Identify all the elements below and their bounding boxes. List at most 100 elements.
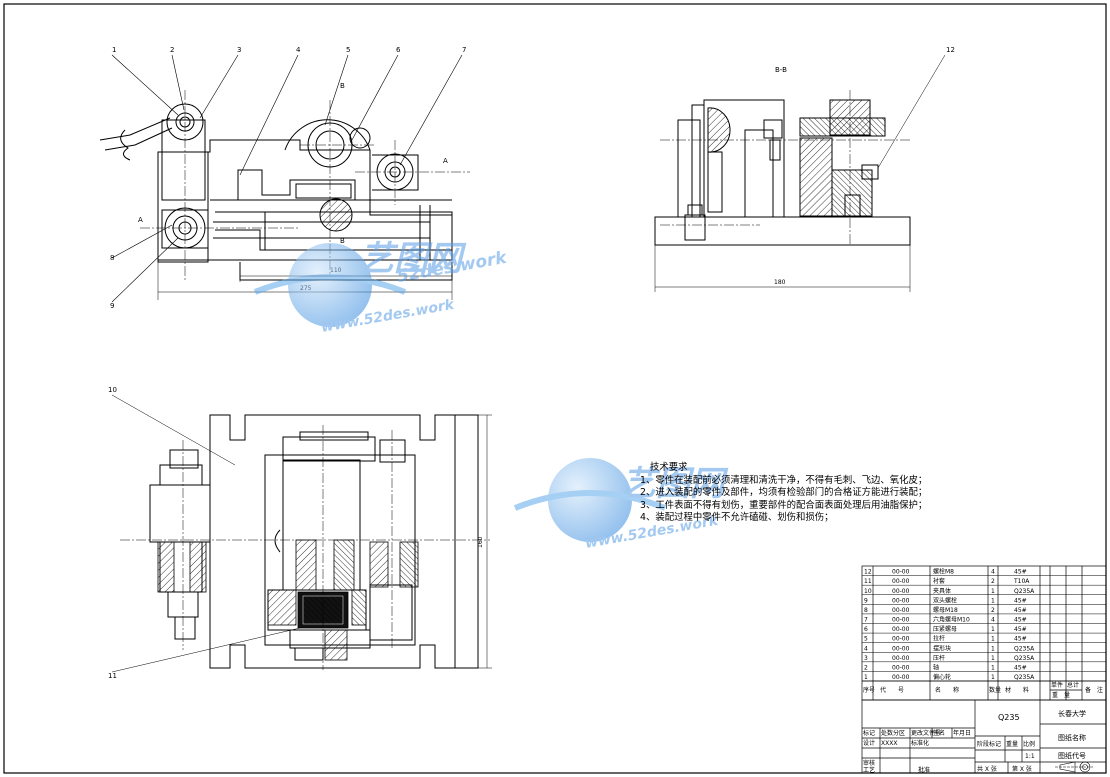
tb-designer: XXXX (881, 740, 897, 747)
top-view-centerlines (120, 425, 490, 670)
bom-cell-mat: Q235A (1014, 674, 1035, 681)
bom-cell-qty: 1 (991, 664, 995, 671)
tb-process: 工艺 (863, 766, 875, 774)
bom-cell-mat: 45# (1014, 597, 1027, 604)
part-number-label: 9 (110, 302, 114, 310)
bom-cell-qty: 1 (991, 645, 995, 652)
section-dimensions (654, 54, 946, 292)
bom-cell-code: 00-00 (892, 569, 910, 576)
bom-cell-mat: 45# (1014, 617, 1027, 624)
part-number-label: 5 (346, 46, 350, 54)
bom-cell-name: 偏心轮 (933, 673, 951, 681)
bom-cell-no: 8 (864, 607, 868, 614)
tb-change-doc: 更改文件号 (911, 729, 941, 737)
bom-cell-no: 4 (864, 645, 868, 652)
top-view-hatching (157, 539, 419, 661)
section-centerlines (660, 90, 910, 245)
bom-cell-qty: 2 (991, 578, 995, 585)
tb-scale-value: 1:1 (1025, 753, 1035, 760)
bom-cell-code: 00-00 (892, 597, 910, 604)
tb-sheet-no: 第 X 张 (1012, 765, 1032, 773)
bom-header-remark: 备 注 (1085, 686, 1103, 694)
bom-cell-code: 00-00 (892, 664, 910, 671)
tb-scale: 比例 (1023, 740, 1035, 748)
tech-req-item: 2、进入装配的零件及部件，均须有检验部门的合格证方能进行装配； (640, 487, 928, 498)
bom-cell-qty: 1 (991, 636, 995, 643)
bom-header-total: 总计 (1067, 681, 1079, 689)
bom-cell-no: 6 (864, 626, 868, 633)
tech-req-item: 4、装配过程中零件不允许磕碰、划伤和损伤； (640, 512, 834, 523)
bom-cell-name: 轴 (933, 663, 939, 671)
front-leaders (111, 54, 463, 303)
section-view (654, 99, 911, 246)
bom-cell-name: 摆形块 (933, 644, 951, 652)
bom-cell-name: 螺母M18 (933, 606, 958, 614)
watermark-logo-icon: 艺图网 52des.work www.52des.work (253, 239, 510, 336)
bom-cell-no: 2 (864, 664, 868, 671)
bom-cell-name: 压紧螺母 (933, 625, 957, 633)
tb-review: 审核 (863, 759, 875, 767)
tb-count: 处数 (881, 729, 893, 737)
tech-req-item: 1、零件在装配前必须清理和清洗干净，不得有毛刺、飞边、氧化皮； (640, 474, 928, 486)
part-number-label: 8 (110, 254, 114, 262)
bom-cell-qty: 1 (991, 626, 995, 633)
bom-cell-mat: Q235A (1014, 645, 1035, 652)
tb-weight: 重量 (1006, 740, 1018, 748)
bom-cell-code: 00-00 (892, 588, 910, 595)
top-view-dimensions (111, 394, 492, 673)
bom-cell-qty: 1 (991, 597, 995, 604)
tb-stage-mark: 阶段标记 (977, 740, 1001, 748)
bom-cell-code: 00-00 (892, 636, 910, 643)
bom-header: 序号 代 号 名 称 数量 材 料 单件 总计 重 量 备 注 (863, 681, 1103, 699)
tb-standard: 标准化 (911, 739, 929, 747)
bom-cell-name: 螺栓M8 (933, 568, 954, 576)
bom-cell-name: 拉杆 (933, 635, 945, 643)
bom-cell-mat: 45# (1014, 636, 1027, 643)
bom-cell-qty: 4 (991, 617, 995, 624)
part-number-label: 4 (296, 46, 301, 54)
bom-cell-qty: 2 (991, 607, 995, 614)
bom-cell-mat: 45# (1014, 664, 1027, 671)
school-name: 长春大学 (1058, 709, 1086, 718)
title-block (861, 699, 1107, 774)
bom-cell-qty: 1 (991, 674, 995, 681)
tb-zone: 分区 (893, 729, 905, 737)
bom-header-qty: 数量 (989, 686, 1001, 694)
bom-cell-mat: 45# (1014, 607, 1027, 614)
bom-cell-mat: Q235A (1014, 655, 1035, 662)
bom-cell-code: 00-00 (892, 645, 910, 652)
bom-header-name: 名 称 (935, 686, 959, 694)
bom-cell-no: 11 (864, 578, 872, 585)
bom-cell-code: 00-00 (892, 617, 910, 624)
bom-cell-mat: 45# (1014, 626, 1027, 633)
part-number-label: 12 (946, 46, 955, 54)
bom-cell-code: 00-00 (892, 607, 910, 614)
section-marker: A (138, 216, 143, 224)
part-number-label: 3 (237, 46, 241, 54)
section-labels: B-B 12 180 (774, 46, 955, 286)
tb-sign: 签名 (933, 729, 945, 737)
section-marker: B (340, 237, 345, 245)
tb-sheets-total: 共 X 张 (977, 765, 997, 773)
tb-date: 年月日 (953, 729, 971, 737)
bom-cell-no: 10 (864, 588, 872, 595)
bom-cell-name: 衬套 (933, 577, 945, 585)
tb-mark: 标记 (863, 729, 875, 737)
bom-header-code: 代 号 (880, 686, 904, 694)
part-number-label: 7 (462, 46, 466, 54)
bom-cell-mat: 45# (1014, 569, 1027, 576)
tech-req-title: 技术要求 (650, 462, 688, 473)
sheet-border (3, 3, 1107, 774)
top-view-labels: 10 11 160 (108, 386, 484, 680)
section-title: B-B (775, 66, 787, 74)
bom-header-unit: 单件 (1051, 681, 1063, 689)
bom-cell-name: 夹具体 (933, 587, 951, 595)
bom-cell-name: 压杆 (933, 654, 945, 662)
material-value: Q235 (998, 713, 1020, 722)
bom-cell-no: 1 (864, 674, 868, 681)
bom-header-material: 材 料 (1005, 686, 1029, 694)
bom-cell-no: 5 (864, 636, 868, 643)
bom-header-no: 序号 (863, 686, 875, 694)
